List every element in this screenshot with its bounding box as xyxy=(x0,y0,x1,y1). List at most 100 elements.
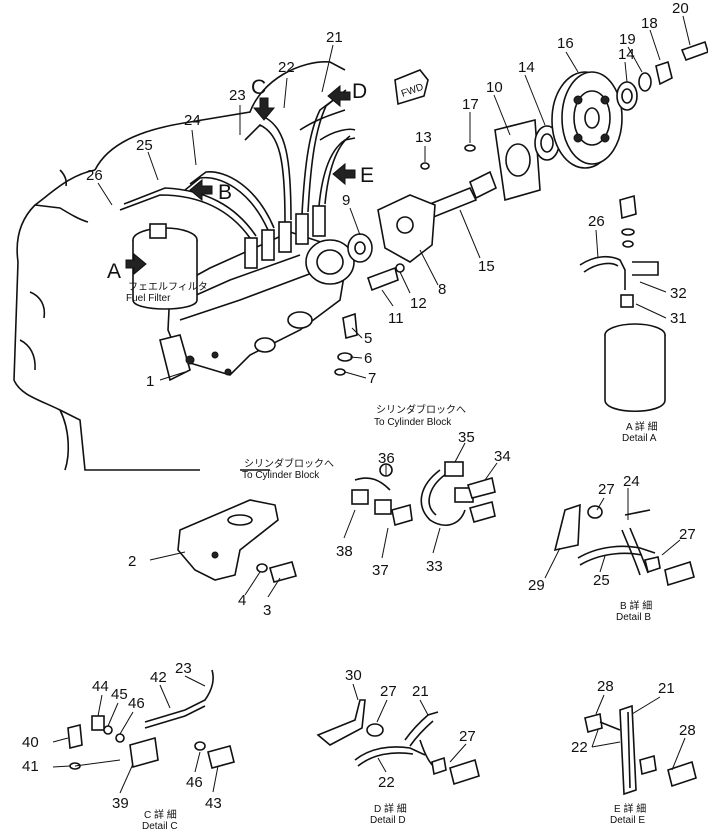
detail-b-drawing xyxy=(553,503,695,587)
callout-23: 23 xyxy=(229,87,246,104)
detail-c-callout-42: 42 xyxy=(150,669,167,686)
detail-a-drawing xyxy=(579,194,666,413)
detail-b-title-en: Detail B xyxy=(616,612,651,623)
pump-bracket xyxy=(177,499,279,581)
detail-c-callout-40: 40 xyxy=(22,734,39,751)
fuel-filter-label-jp: フェエルフィルタ xyxy=(128,281,208,293)
gear-parts xyxy=(347,40,708,292)
detail-c-drawing xyxy=(67,669,235,770)
leader-lines xyxy=(52,15,691,794)
detail-d-callout-21: 21 xyxy=(412,683,429,700)
callout-17: 17 xyxy=(462,96,479,113)
detail-c-callout-44: 44 xyxy=(92,678,109,695)
callout-9: 9 xyxy=(342,192,350,209)
detail-c-callout-45: 45 xyxy=(111,686,128,703)
callout-36: 36 xyxy=(378,450,395,467)
detail-b-callout-27b: 27 xyxy=(679,526,696,543)
detail-d-title-jp: D 詳 細 xyxy=(374,802,407,815)
callout-25: 25 xyxy=(136,137,153,154)
detail-c-callout-39: 39 xyxy=(112,795,129,812)
callout-15: 15 xyxy=(478,258,495,275)
callout-38: 38 xyxy=(336,543,353,560)
callout-21: 21 xyxy=(326,29,343,46)
callout-4: 4 xyxy=(238,592,246,609)
callout-3: 3 xyxy=(263,602,271,619)
detail-d-title-en: Detail D xyxy=(370,815,406,826)
detail-e-title-jp: E 詳 細 xyxy=(614,802,646,815)
callout-7: 7 xyxy=(368,370,376,387)
detail-e-title-en: Detail E xyxy=(610,815,645,826)
detail-a-callout-32: 32 xyxy=(670,285,687,302)
detail-c-callout-46b: 46 xyxy=(186,774,203,791)
view-letter-d: D xyxy=(352,80,367,103)
view-letter-c: C xyxy=(251,76,266,99)
detail-a-callout-26: 26 xyxy=(588,213,605,230)
detail-e-drawing xyxy=(584,704,697,796)
detail-e-callout-28a: 28 xyxy=(597,678,614,695)
detail-d-callout-27a: 27 xyxy=(380,683,397,700)
callout-22: 22 xyxy=(278,59,295,76)
injection-pipes xyxy=(119,89,356,239)
cyl-block-label-jp-1: シリンダブロックへ xyxy=(376,403,466,416)
callout-18: 18 xyxy=(641,15,658,32)
detail-c-title-jp: C 詳 細 xyxy=(144,808,177,821)
fwd-label: FWD xyxy=(400,82,425,100)
callout-24: 24 xyxy=(184,112,201,129)
fuel-filter xyxy=(132,223,198,310)
fuel-return-line xyxy=(351,461,496,527)
callout-33: 33 xyxy=(426,558,443,575)
detail-d-callout-27b: 27 xyxy=(459,728,476,745)
detail-d-callout-30: 30 xyxy=(345,667,362,684)
detail-d-drawing xyxy=(316,699,480,786)
detail-d-callout-22: 22 xyxy=(378,774,395,791)
callout-1: 1 xyxy=(146,373,154,390)
fuel-filter-label-en: Fuel Filter xyxy=(126,293,171,304)
callout-13: 13 xyxy=(415,129,432,146)
detail-b-title-jp: B 詳 細 xyxy=(620,599,652,612)
callout-26: 26 xyxy=(86,167,103,184)
detail-c-callout-46a: 46 xyxy=(128,695,145,712)
detail-a-title-jp: A 詳 細 xyxy=(626,420,658,433)
callout-37: 37 xyxy=(372,562,389,579)
callout-20: 20 xyxy=(672,0,689,17)
detail-c-title-en: Detail C xyxy=(142,821,178,831)
callout-5: 5 xyxy=(364,330,372,347)
callout-16: 16 xyxy=(557,35,574,52)
view-letter-b: B xyxy=(218,181,232,204)
callout-12: 12 xyxy=(410,295,427,312)
detail-c-callout-43: 43 xyxy=(205,795,222,812)
detail-c-callout-41: 41 xyxy=(22,758,39,775)
callout-6: 6 xyxy=(364,350,372,367)
detail-c-callout-23: 23 xyxy=(175,660,192,677)
callout-11: 11 xyxy=(388,310,404,327)
callout-35: 35 xyxy=(458,429,475,446)
cyl-block-label-jp-2: シリンダブロックへ xyxy=(244,457,334,470)
cyl-block-label-en-1: To Cylinder Block xyxy=(374,417,452,428)
main-fasteners xyxy=(256,312,358,583)
callout-14b: 14 xyxy=(618,46,635,63)
callout-14a: 14 xyxy=(518,59,535,76)
detail-a-title-en: Detail A xyxy=(622,433,657,444)
cyl-block-label-en-2: To Cylinder Block xyxy=(242,470,320,481)
view-letter-a: A xyxy=(107,260,121,283)
detail-a-callout-31: 31 xyxy=(670,310,687,327)
callout-2: 2 xyxy=(128,553,136,570)
injection-pump xyxy=(159,205,355,382)
detail-b-callout-24: 24 xyxy=(623,473,640,490)
callout-10: 10 xyxy=(486,79,503,96)
detail-e-callout-21: 21 xyxy=(658,680,675,697)
view-letter-e: E xyxy=(360,164,374,187)
view-arrows xyxy=(125,69,429,276)
callout-19: 19 xyxy=(619,31,636,48)
callout-34: 34 xyxy=(494,448,511,465)
detail-b-callout-25: 25 xyxy=(593,572,610,589)
engine-block-outline xyxy=(13,61,346,471)
detail-e-callout-22: 22 xyxy=(571,739,588,756)
detail-b-callout-27a: 27 xyxy=(598,481,615,498)
detail-b-callout-29: 29 xyxy=(528,577,545,594)
detail-e-callout-28b: 28 xyxy=(679,722,696,739)
callout-8: 8 xyxy=(438,281,446,298)
